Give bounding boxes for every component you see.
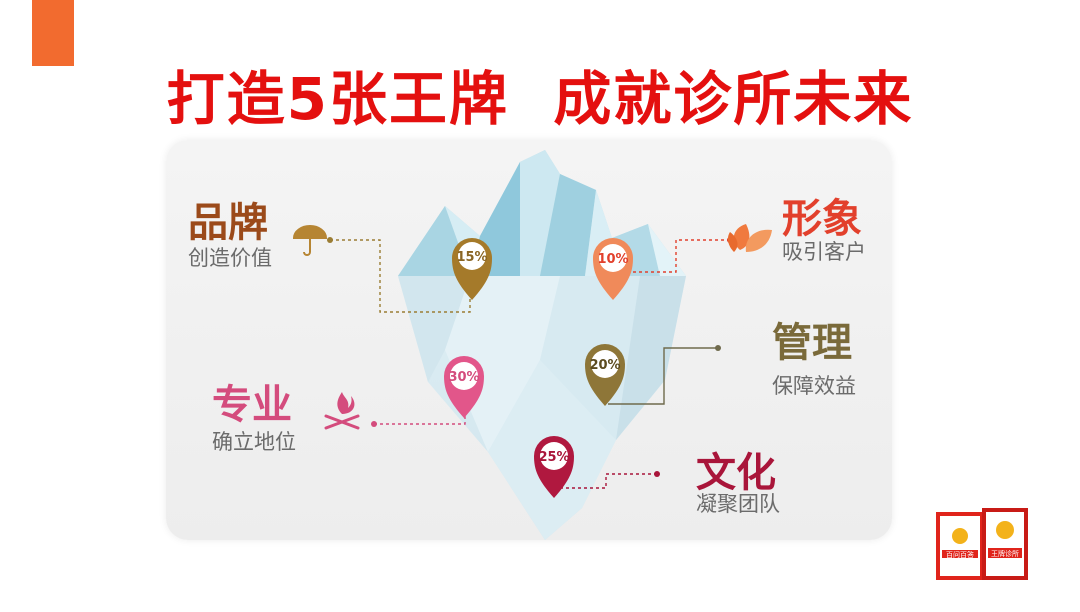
culture-subtitle: 凝聚团队 bbox=[696, 492, 780, 516]
book-right-label: 王牌诊所 bbox=[991, 549, 1019, 558]
book-left-label: 百问百答 bbox=[946, 550, 974, 559]
pin-culture: 25% bbox=[534, 436, 574, 498]
pin-image-percent: 10% bbox=[597, 252, 628, 267]
slide-title: 打造5张王牌 成就诊所未来 bbox=[166, 65, 914, 133]
pin-culture-percent: 25% bbox=[538, 450, 569, 465]
professional-subtitle: 确立地位 bbox=[212, 430, 296, 454]
umbrella-icon bbox=[292, 225, 328, 256]
pin-professional-percent: 30% bbox=[448, 370, 479, 385]
pin-brand-percent: 15% bbox=[456, 250, 487, 265]
management-heading: 管理 bbox=[772, 320, 852, 366]
brand-heading: 品牌 bbox=[188, 200, 268, 246]
connector-culture bbox=[560, 471, 660, 489]
connector-management bbox=[608, 345, 721, 405]
pin-management-percent: 20% bbox=[589, 358, 620, 373]
pin-brand: 15% bbox=[452, 238, 492, 300]
iceberg-peaks bbox=[398, 150, 686, 276]
accent-block bbox=[32, 0, 74, 66]
leaf-icon bbox=[727, 224, 772, 252]
image-subtitle: 吸引客户 bbox=[782, 240, 866, 264]
pin-management: 20% bbox=[585, 344, 625, 406]
book-covers-image: 百问百答 王牌诊所 bbox=[936, 508, 1028, 580]
connector-brand bbox=[327, 237, 471, 313]
culture-heading: 文化 bbox=[696, 450, 776, 496]
professional-heading: 专业 bbox=[212, 382, 292, 428]
iceberg-underwater bbox=[398, 276, 686, 540]
pin-professional: 30% bbox=[444, 356, 484, 418]
brand-subtitle: 创造价值 bbox=[188, 246, 272, 270]
campfire-icon bbox=[324, 392, 360, 430]
image-heading: 形象 bbox=[782, 196, 862, 242]
connector-professional bbox=[371, 408, 466, 427]
pin-image: 10% bbox=[593, 238, 633, 300]
management-subtitle: 保障效益 bbox=[772, 374, 856, 398]
